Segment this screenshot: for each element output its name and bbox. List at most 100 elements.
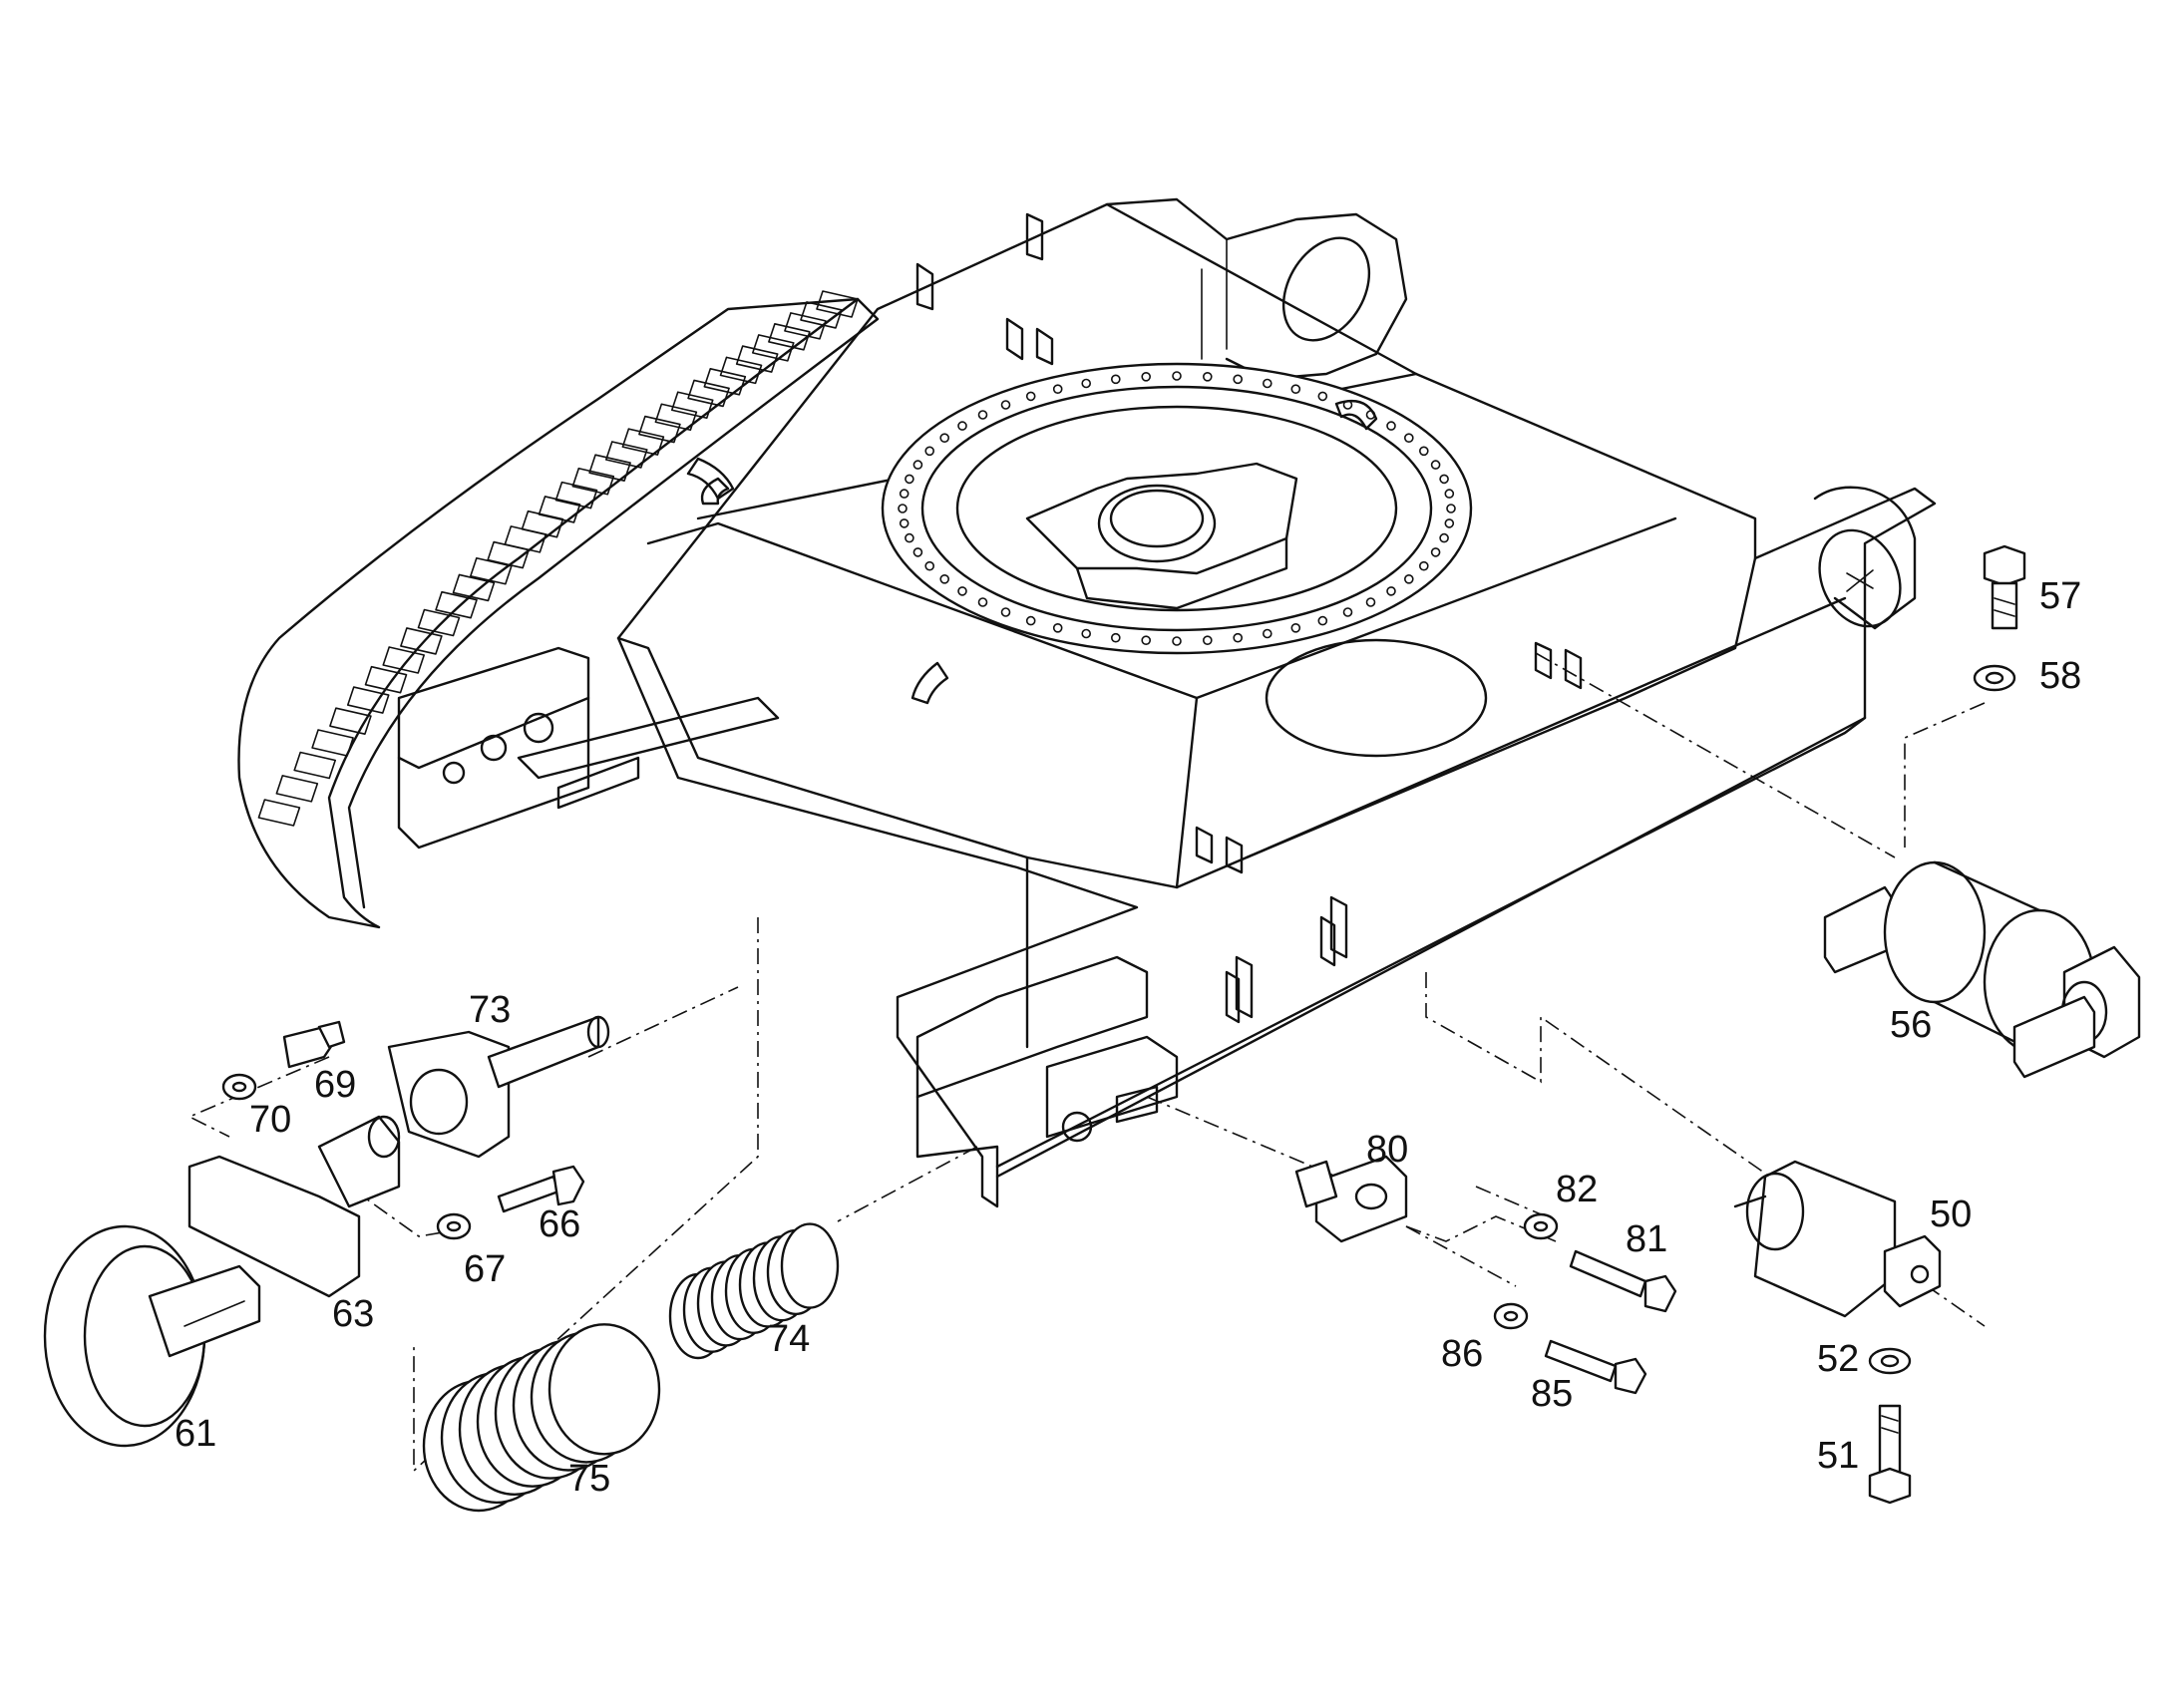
ring-bolt-hole [1203, 371, 1213, 382]
ring-bolt-hole [1111, 374, 1121, 385]
part-51-bolt [1868, 1404, 1912, 1505]
part-labels: 57 58 56 50 52 51 80 82 81 86 85 73 69 7… [175, 575, 2081, 1500]
ring-bolt-hole [899, 489, 909, 499]
label-74: 74 [768, 1318, 810, 1360]
assembly-guide-lines [187, 652, 1986, 1473]
ring-bolt-hole [1430, 547, 1441, 557]
ring-bolt-hole [1233, 632, 1243, 643]
track-tread [400, 627, 443, 655]
ring-bolt-hole [1430, 460, 1441, 470]
ring-bolt-hole [1386, 586, 1396, 596]
ring-bolt-hole [1317, 615, 1328, 626]
track-tread [719, 356, 763, 385]
ring-bolt-hole [1439, 474, 1449, 485]
track-tread [654, 403, 698, 432]
ring-bolt-hole [1081, 378, 1091, 389]
track-tread [346, 686, 390, 714]
ring-bolt-hole [1081, 628, 1091, 639]
track-tread [735, 345, 779, 373]
ring-bolt-hole [1000, 400, 1011, 410]
frame-brackets [700, 212, 1583, 1024]
track-tread [435, 590, 478, 619]
ring-bolt-hole [1141, 371, 1151, 382]
ring-bolt-hole [957, 421, 967, 431]
label-80: 80 [1366, 1129, 1408, 1171]
ring-bolt-hole [1172, 636, 1182, 646]
label-57: 57 [2039, 575, 2081, 617]
part-61-idler-wheel [43, 1224, 261, 1448]
track-tread [364, 665, 408, 694]
ring-bolt-hole [1444, 489, 1455, 499]
track-tread [554, 481, 598, 510]
ring-bolt-hole [1365, 597, 1376, 607]
label-73: 73 [469, 989, 511, 1031]
part-70-washer [221, 1073, 257, 1101]
ring-bolt-hole [924, 560, 935, 571]
ring-bolt-hole [905, 532, 914, 543]
part-75-spring [422, 1323, 661, 1513]
ring-bolt-hole [1052, 622, 1063, 633]
crawler-track [237, 290, 880, 929]
ring-bolt-hole [1342, 607, 1353, 617]
label-66: 66 [539, 1203, 580, 1245]
label-67: 67 [464, 1248, 506, 1290]
idler-housing [397, 457, 780, 850]
track-tread [703, 367, 747, 396]
track-tread [470, 556, 513, 585]
spring-75-coil [547, 1323, 661, 1456]
track-tread [293, 751, 337, 780]
undercarriage-frame [237, 197, 1937, 1208]
part-85-bolt [1544, 1339, 1647, 1395]
label-51: 51 [1817, 1435, 1859, 1477]
label-70: 70 [249, 1099, 291, 1141]
track-tread [588, 454, 631, 482]
front-frame-end [915, 955, 1179, 1179]
ring-bolt-hole [1025, 615, 1036, 626]
track-tread [670, 391, 714, 420]
ring-bolt-hole [1233, 374, 1243, 385]
ring-bolt-hole [1052, 384, 1063, 395]
part-67-washer [436, 1212, 472, 1240]
label-58: 58 [2039, 655, 2081, 697]
spring-74-coil [780, 1222, 840, 1309]
part-81-bolt [1569, 1249, 1677, 1313]
ring-bolt-hole [1111, 632, 1121, 643]
part-82-washer [1523, 1212, 1559, 1240]
ring-bolt-hole [1025, 391, 1036, 402]
label-85: 85 [1531, 1373, 1573, 1415]
track-tread [329, 707, 372, 735]
part-57-bolt [1983, 544, 2026, 630]
ring-bolt-hole [1446, 504, 1456, 513]
track-tread [800, 301, 843, 329]
ring-bolt-hole [924, 446, 935, 457]
track-tread [452, 573, 496, 602]
label-52: 52 [1817, 1338, 1859, 1380]
ring-bolt-hole [939, 573, 950, 584]
part-66-bolt [497, 1165, 585, 1213]
ring-bolt-hole [1444, 518, 1455, 528]
label-82: 82 [1556, 1169, 1598, 1210]
ring-bolt-hole [1404, 433, 1414, 444]
label-69: 69 [314, 1064, 356, 1106]
ring-bolt-hole [1141, 635, 1151, 646]
track-tread [571, 467, 615, 496]
ring-bolt-hole [898, 504, 908, 513]
label-50: 50 [1930, 1194, 1972, 1235]
track-tread [638, 415, 681, 444]
label-61: 61 [175, 1413, 216, 1455]
part-50-track-roller [1733, 1160, 1942, 1318]
track-tread [417, 608, 461, 637]
ring-bolt-hole [1386, 421, 1396, 431]
track-tread [816, 290, 859, 318]
part-74-spring [668, 1222, 840, 1360]
ring-bolt-hole [1439, 532, 1449, 543]
ring-bolt-hole [899, 518, 909, 528]
ring-bolt-hole [1290, 622, 1301, 633]
ring-bolt-hole [1290, 384, 1301, 395]
track-tread [751, 334, 795, 362]
ring-bolt-hole [1000, 607, 1011, 617]
label-75: 75 [568, 1458, 610, 1500]
ring-bolt-hole [905, 474, 914, 485]
label-86: 86 [1441, 1333, 1483, 1375]
